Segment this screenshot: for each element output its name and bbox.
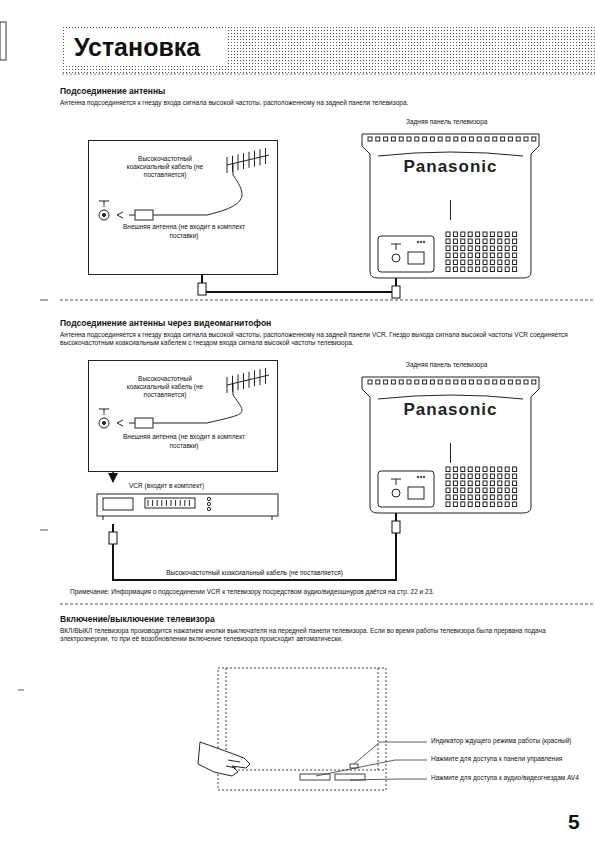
tv-rear-drawing: [358, 373, 543, 513]
section-heading: Подсоединение антенны: [60, 86, 580, 97]
hand: [198, 742, 250, 776]
panel-heading: Задняя панель телевизора: [406, 118, 543, 126]
body-text: Антенна подсоединяется к гнезду входа си…: [60, 331, 580, 348]
page-title: Установка: [74, 31, 200, 64]
coax-plug: [392, 286, 400, 298]
page-tab: [0, 22, 6, 60]
section-heading: Включение/выключение телевизора: [60, 614, 580, 625]
coax-plug: [198, 283, 206, 295]
device-label: VCR (входит в комплект): [129, 482, 280, 490]
title-banner: [62, 26, 595, 74]
callout-text: Нажмите для доступа к панели управления: [431, 755, 591, 763]
antenna-label: Внешняя антенна (не входит в комплект по…: [109, 223, 259, 239]
section-rule: [60, 300, 595, 301]
margin-mark: [18, 690, 24, 691]
cable-label: Высокочастотный коаксиальный кабель (не …: [117, 155, 213, 179]
note-text: Примечание: Информация о подсоединении V…: [70, 588, 590, 596]
coax-cable: [112, 472, 114, 482]
cable-label: Высокочастотный коаксиальный кабель (не …: [163, 569, 346, 577]
margin-mark: [40, 300, 48, 301]
antenna-box: Высокочастотный коаксиальный кабель (не …: [88, 360, 278, 472]
coax-cable: [202, 275, 396, 292]
body-text: ВКЛ/ВЫКЛ телевизора производится нажатие…: [60, 627, 580, 644]
section-heading: Подсоединение антенны через видеомагнито…: [60, 318, 580, 329]
tv-rear-panel: Задняя панель телевизораPanasonic: [358, 373, 543, 513]
coax-plug: [392, 521, 400, 533]
page-number: 5: [568, 808, 590, 835]
callout-text: Нажмите для доступа к аудио/видеогнездам…: [431, 774, 591, 782]
margin-mark: [40, 530, 48, 531]
banner-edge: [62, 74, 595, 75]
brand-logo: Panasonic: [358, 399, 543, 420]
panel-heading: Задняя панель телевизора: [406, 361, 543, 369]
title-patch: [66, 30, 226, 66]
tv-rear-panel: Задняя панель телевизораPanasonic: [358, 130, 543, 278]
coax-plug: [109, 532, 117, 544]
cable-label: Высокочастотный коаксиальный кабель (не …: [117, 375, 213, 399]
tv-front: [218, 668, 386, 790]
leader-line: [316, 742, 427, 780]
coax-cable: [113, 513, 396, 580]
antenna-label: Внешняя антенна (не входит в комплект по…: [109, 433, 259, 449]
section-rule: [60, 604, 595, 605]
tv-rear-drawing: [358, 130, 543, 278]
antenna-box: Высокочастотный коаксиальный кабель (не …: [88, 140, 278, 275]
brand-logo: Panasonic: [358, 156, 543, 177]
vcr-unit: VCR (входит в комплект): [95, 482, 280, 524]
body-text: Антенна подсоединяется к гнезду входа си…: [60, 99, 580, 107]
callout-text: Индикатор ждущего режима работы (красный…: [431, 737, 591, 745]
